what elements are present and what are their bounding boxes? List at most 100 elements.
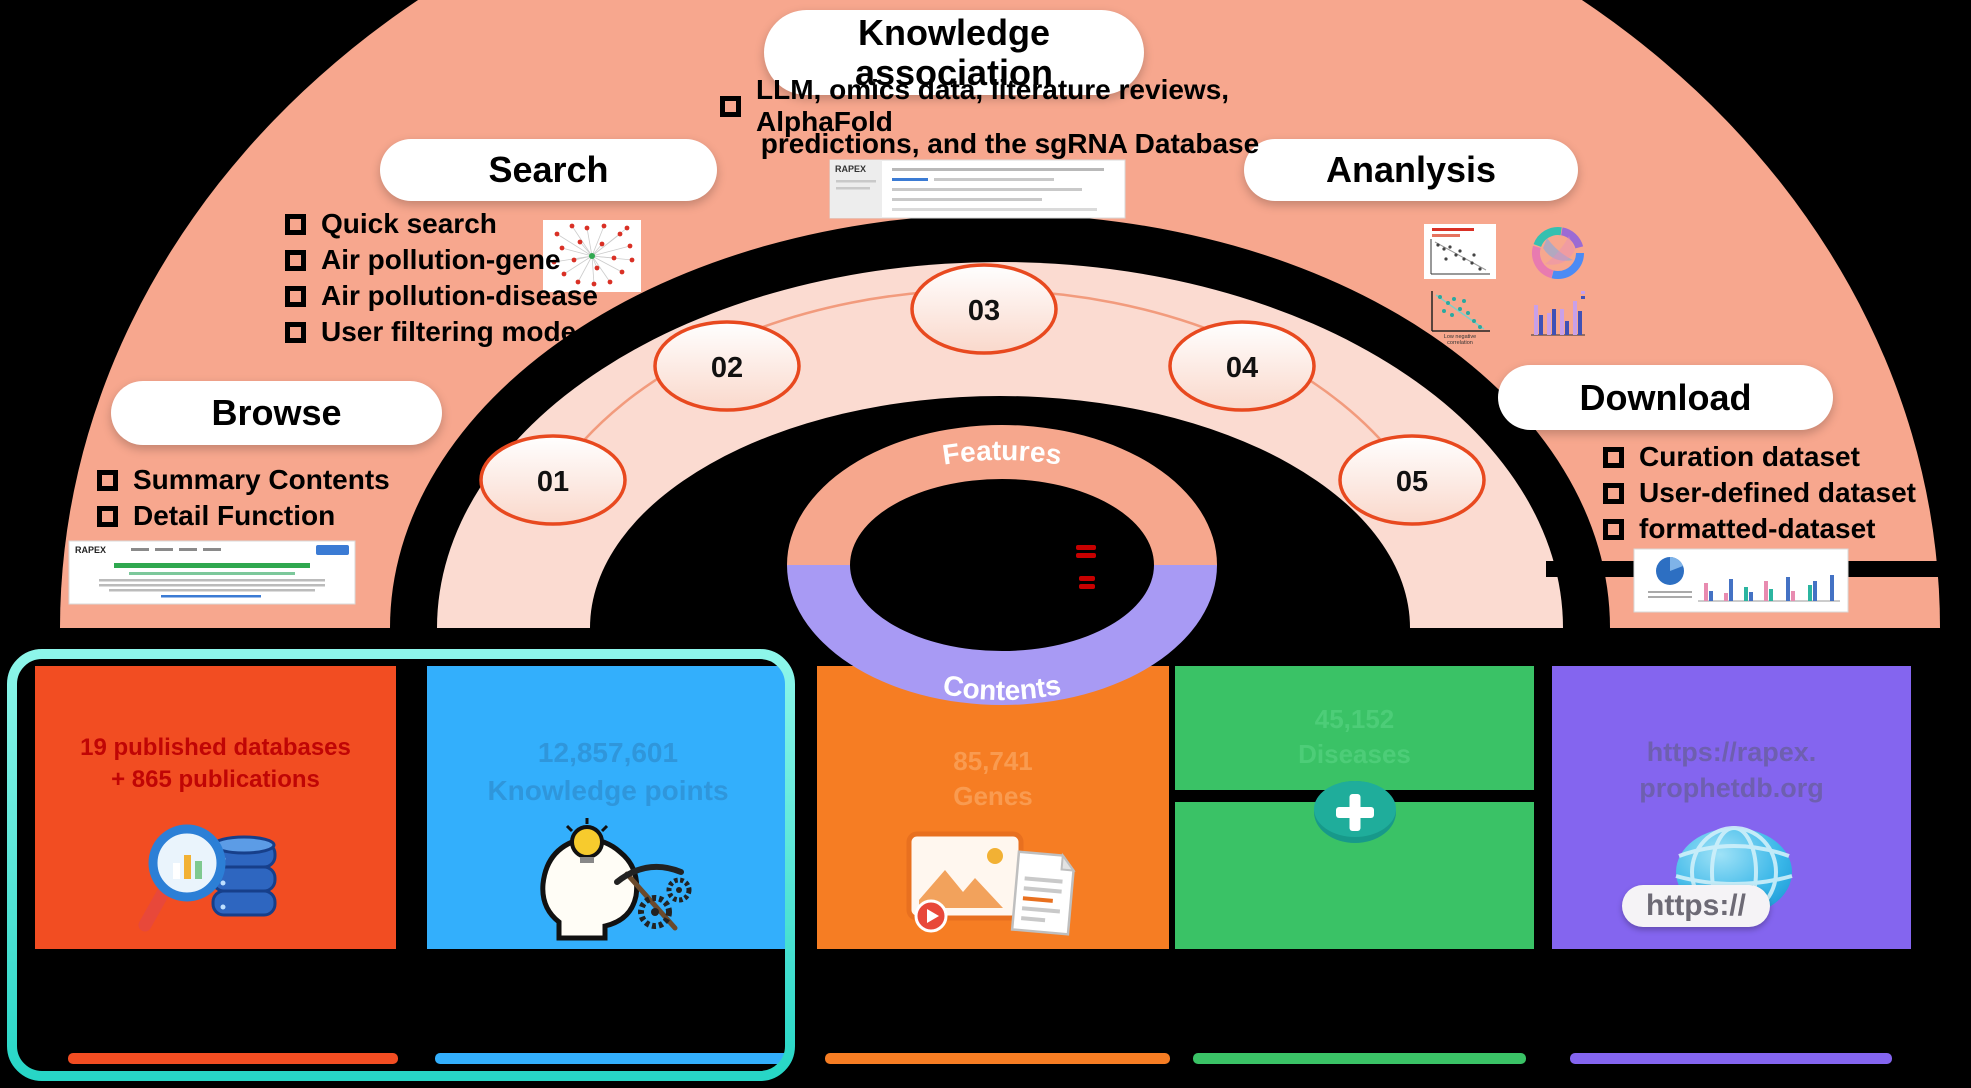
knowledge-item-line2: predictions, and the sgRNA Database: [760, 128, 1260, 159]
knowledge-item-line1: LLM, omics data, literature reviews, Alp…: [756, 74, 1230, 137]
card-caption-line2: + 865 publications: [111, 766, 320, 794]
browse-item-label: Detail Function: [133, 500, 336, 531]
download-item-label: User-defined dataset: [1639, 477, 1916, 508]
square-bullet-icon: [1603, 518, 1624, 540]
list-item: Curation dataset: [1603, 440, 1916, 474]
step-number-01: 01: [537, 466, 569, 498]
card-caption-line1: 45,152: [1314, 704, 1395, 734]
list-item: Air pollution-gene: [285, 243, 598, 277]
card-knowledge-points: 12,857,601 Knowledge points: [427, 666, 789, 949]
step-circle-02: [653, 320, 801, 412]
list-item: Detail Function: [97, 499, 390, 533]
card-website: https://rapex. prophetdb.org https://: [1552, 666, 1911, 949]
idea-mining-icon: [540, 818, 692, 941]
card-genes: 85,741 Genes: [817, 666, 1169, 949]
list-item: LLM, omics data, literature reviews, Alp…: [720, 74, 1300, 137]
magnifier-database-icon: [138, 824, 277, 932]
step-circle-03: [910, 263, 1058, 355]
list-item: Air pollution-disease: [285, 279, 598, 313]
card-caption: https://rapex. prophetdb.org: [1552, 734, 1911, 807]
section-pill-analysis: Ananlysis: [1244, 139, 1578, 201]
knowledge-title-line1: Knowledge: [857, 11, 1050, 53]
square-bullet-icon: [97, 505, 118, 527]
card-caption-line2: Diseases: [1298, 739, 1411, 770]
list-item: formatted-dataset: [1603, 512, 1916, 546]
card-curation-sources: 19 published databases + 865 publication…: [35, 666, 396, 949]
media-document-icon: [906, 831, 1076, 936]
card-underline-bar: [435, 1053, 792, 1064]
download-title: Download: [1579, 376, 1752, 418]
download-item-label: Curation dataset: [1639, 441, 1860, 472]
square-bullet-icon: [97, 469, 118, 491]
card-caption-line1: https://rapex.: [1646, 737, 1817, 767]
network-center-node: [589, 253, 595, 259]
step-number-04: 04: [1226, 352, 1258, 384]
download-item-label: formatted-dataset: [1639, 513, 1876, 544]
search-bullet-list: Quick search Air pollution-gene Air poll…: [285, 207, 598, 349]
card-caption: 85,741 Genes: [817, 744, 1169, 814]
bar-plot-thumbnail: [1531, 291, 1585, 336]
scatter-label-line2: correlation: [1447, 340, 1473, 346]
section-pill-download: Download: [1498, 365, 1833, 430]
analysis-title: Ananlysis: [1325, 149, 1497, 190]
section-pill-knowledge: Knowledge association: [764, 10, 1144, 95]
square-bullet-icon: [285, 213, 306, 235]
download-charts-thumbnail: [1633, 548, 1849, 613]
card-caption: 12,857,601 Knowledge points: [427, 734, 789, 810]
card-underline-bar: [1570, 1053, 1892, 1064]
medical-plus-icon: [1314, 781, 1396, 843]
section-pill-search: Search: [380, 139, 717, 201]
card-underline-bar: [68, 1053, 398, 1064]
card-diseases-top: 45,152 Diseases: [1175, 666, 1534, 790]
step-number-03: 03: [968, 295, 1000, 327]
browse-bullet-list: Summary Contents Detail Function: [97, 463, 390, 533]
card-caption-line1: 19 published databases: [80, 734, 351, 761]
search-network-thumbnail: [543, 220, 641, 292]
section-pill-browse: Browse: [111, 381, 442, 445]
card-caption-line2: Knowledge points: [487, 774, 729, 806]
square-bullet-icon: [1603, 446, 1624, 468]
magnifier-icon: [138, 824, 226, 932]
card-caption-line1: 85,741: [953, 746, 1033, 776]
card-underline-bar: [825, 1053, 1170, 1064]
knowledge-bullet-list: LLM, omics data, literature reviews, Alp…: [720, 74, 1300, 160]
search-item-label: Air pollution-gene: [321, 244, 561, 275]
scatter-plot-thumbnail: Low negative correlation: [1431, 291, 1490, 346]
list-item: User filtering mode: [285, 315, 598, 349]
square-bullet-icon: [285, 249, 306, 271]
list-item: predictions, and the sgRNA Database: [761, 128, 1259, 160]
correlation-plot-thumbnail: [1424, 224, 1496, 279]
step-number-05: 05: [1396, 466, 1428, 498]
list-item: User-defined dataset: [1603, 476, 1916, 510]
browse-thumb-logo: RAPEX: [75, 545, 106, 555]
https-badge: https://: [1622, 885, 1770, 927]
search-item-label: Air pollution-disease: [321, 280, 598, 311]
search-item-label: Quick search: [321, 208, 497, 239]
browse-item-label: Summary Contents: [133, 464, 390, 495]
square-bullet-icon: [285, 321, 306, 343]
step-number-02: 02: [711, 352, 743, 384]
card-caption-line2: prophetdb.org: [1639, 773, 1824, 804]
card-caption: 45,152 Diseases: [1175, 702, 1534, 772]
knowledge-webpage-thumbnail: RAPEX: [829, 159, 1126, 219]
search-title: Search: [488, 149, 609, 190]
scatter-label-line1: Low negative: [1444, 334, 1476, 340]
https-badge-label: https://: [1646, 889, 1746, 922]
knowledge-title-line2: association: [854, 51, 1054, 93]
card-caption: 19 published databases + 865 publication…: [35, 732, 396, 797]
browser-media-icon: [906, 831, 1024, 933]
list-item: Quick search: [285, 207, 598, 241]
square-bullet-icon: [720, 95, 741, 117]
list-item: Summary Contents: [97, 463, 390, 497]
gear-icon: [638, 877, 692, 929]
square-bullet-icon: [1603, 482, 1624, 504]
card-caption-line2: Genes: [953, 781, 1033, 812]
step-circle-01: [479, 434, 627, 526]
step-circle-05: [1338, 434, 1486, 526]
search-item-label: User filtering mode: [321, 316, 577, 347]
download-bullet-list: Curation dataset User-defined dataset fo…: [1603, 440, 1916, 546]
browse-title: Browse: [211, 392, 342, 433]
knowledge-thumb-logo: RAPEX: [835, 164, 866, 174]
document-icon: [1010, 850, 1076, 936]
